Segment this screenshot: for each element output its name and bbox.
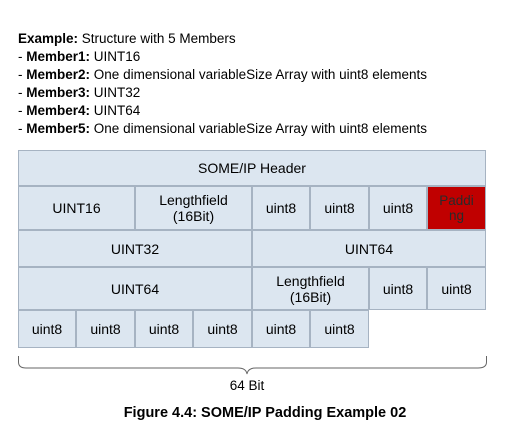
uint8-cell: uint8 — [18, 310, 76, 348]
uint64-cell: UINT64 — [252, 230, 486, 267]
uint8-cell: uint8 — [252, 310, 310, 348]
uint8-cell: uint8 — [427, 267, 486, 310]
lengthfield-cell: Lengthfield (16Bit) — [252, 267, 369, 310]
member-line-3: - Member3: UINT32 — [18, 85, 141, 100]
uint16-cell: UINT16 — [18, 186, 135, 230]
member-label: Member2: — [26, 67, 91, 82]
member-label: Member1: — [26, 49, 91, 64]
padding-cell: Padding — [427, 186, 486, 230]
uint8-cell: uint8 — [193, 310, 252, 348]
member-type: UINT16 — [93, 49, 141, 64]
member-type: UINT64 — [93, 103, 141, 118]
member-line-2: - Member2: One dimensional variableSize … — [18, 67, 427, 82]
header-cell: SOME/IP Header — [18, 150, 486, 186]
uint8-cell: uint8 — [310, 186, 369, 230]
member-line-1: - Member1: UINT16 — [18, 49, 141, 64]
member-type: One dimensional variableSize Array with … — [93, 67, 427, 82]
figure-caption: Figure 4.4: SOME/IP Padding Example 02 — [123, 405, 407, 421]
uint8-cell: uint8 — [369, 186, 427, 230]
uint64-cell: UINT64 — [18, 267, 252, 310]
example-text: Structure with 5 Members — [81, 31, 236, 46]
member-type: UINT32 — [93, 85, 141, 100]
member-type: One dimensional variableSize Array with … — [93, 121, 427, 136]
uint32-cell: UINT32 — [18, 230, 252, 267]
uint8-cell: uint8 — [252, 186, 310, 230]
width-label: 64 Bit — [229, 378, 265, 393]
member-label: Member4: — [26, 103, 91, 118]
example-line: Example: Structure with 5 Members — [18, 30, 427, 48]
member-line-4: - Member4: UINT64 — [18, 103, 141, 118]
member-label: Member5: — [26, 121, 91, 136]
member-label: Member3: — [26, 85, 91, 100]
uint8-cell: uint8 — [135, 310, 193, 348]
uint8-cell: uint8 — [76, 310, 135, 348]
lengthfield-cell: Lengthfield (16Bit) — [135, 186, 252, 230]
member-line-5: - Member5: One dimensional variableSize … — [18, 121, 427, 136]
example-label: Example: — [18, 31, 79, 46]
uint8-cell: uint8 — [369, 267, 427, 310]
structure-description: Example: Structure with 5 Members - Memb… — [18, 30, 427, 138]
uint8-cell: uint8 — [310, 310, 369, 348]
